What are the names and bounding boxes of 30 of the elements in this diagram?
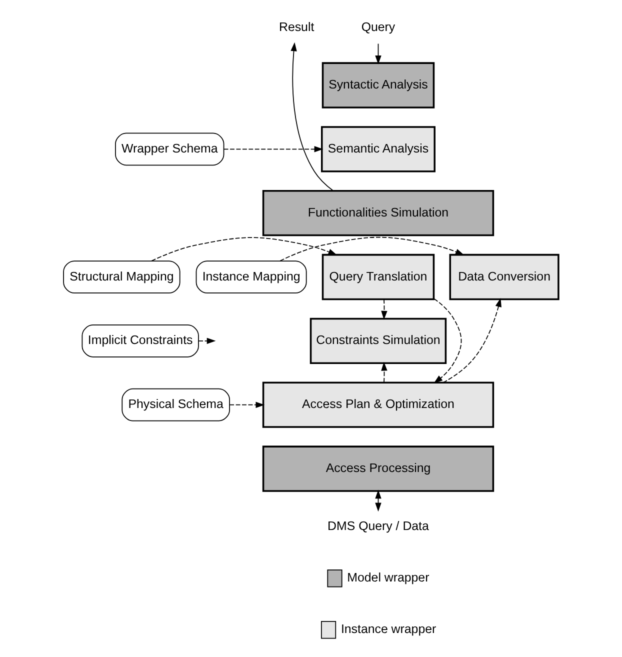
node-box: Query Translation	[322, 254, 435, 300]
arrow	[434, 298, 462, 384]
node-text: DMS Query / Data	[328, 518, 429, 533]
arrow	[375, 43, 382, 64]
node-box: Syntactic Analysis	[322, 62, 435, 108]
node-box: Semantic Analysis	[320, 126, 436, 172]
node-box: Access Processing	[262, 446, 494, 492]
node-box: Instance Mapping	[196, 260, 307, 294]
node-box: Access Plan & Optimization	[262, 382, 494, 428]
arrow	[290, 42, 334, 192]
arrow	[151, 237, 338, 262]
arrow	[223, 146, 324, 152]
arrow	[280, 236, 464, 262]
node-box: Functionalities Simulation	[262, 190, 494, 236]
legend-label: Model wrapper	[347, 570, 430, 585]
arrow	[442, 298, 502, 384]
node-box: Physical Schema	[122, 388, 230, 422]
arrow	[229, 402, 265, 408]
node-box: Constraints Simulation	[310, 318, 447, 364]
node-box: Implicit Constraints	[82, 324, 199, 358]
legend-label: Instance wrapper	[340, 622, 436, 636]
node-box: Structural Mapping	[63, 260, 180, 294]
arrow	[381, 362, 388, 383]
node-text: Result	[278, 20, 314, 34]
arrow	[198, 338, 216, 344]
node-box: Data Conversion	[449, 254, 560, 300]
arrow	[381, 298, 388, 320]
node-box: Wrapper Schema	[115, 132, 224, 166]
node-text: Query	[361, 20, 396, 34]
arrow	[375, 490, 382, 512]
